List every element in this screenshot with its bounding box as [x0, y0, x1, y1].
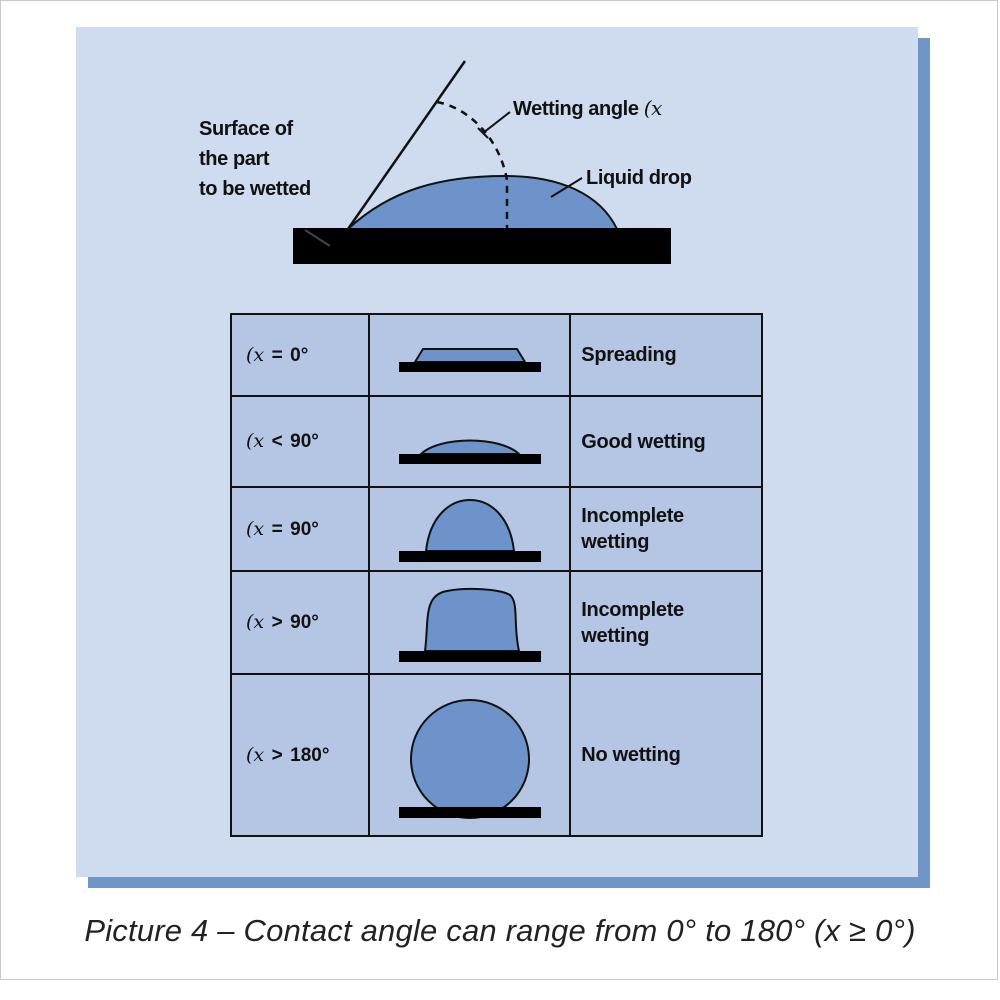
- liquid-drop-shape: [345, 174, 619, 230]
- wetting-angle-leader: [482, 111, 511, 134]
- description-cell: No wetting: [569, 673, 763, 837]
- shape-cell: [367, 673, 572, 837]
- angle-cell: (x>180°: [230, 673, 370, 837]
- figure-caption: Picture 4 – Contact angle can range from…: [84, 913, 916, 948]
- wetting-angle-symbol: (x: [643, 96, 663, 120]
- angle-cell: (x=0°: [230, 313, 370, 397]
- tangent-line: [346, 60, 467, 230]
- sphere-drop-shape: [398, 699, 541, 819]
- surface-bar: [293, 228, 671, 264]
- table-row: (x=90° Incomplete wetting: [230, 486, 763, 572]
- half-dome-drop-shape: [398, 498, 541, 562]
- wetting-table: (x=0° Spreading (x<90° Good wetting (x=9…: [230, 313, 763, 837]
- tall-dome-drop-shape: [398, 587, 541, 662]
- contact-angle-illustration: [293, 60, 671, 264]
- liquid-drop-leader: [550, 177, 583, 198]
- table-row: (x>90° Incomplete wetting: [230, 570, 763, 675]
- wetting-angle-label: Wetting angle (x: [513, 93, 662, 124]
- shape-cell: [367, 313, 572, 397]
- wetting-angle-tick: [477, 127, 489, 139]
- description-cell: Good wetting: [569, 395, 763, 488]
- description-cell: Spreading: [569, 313, 763, 397]
- table-row: (x>180° No wetting: [230, 673, 763, 837]
- table-row: (x=0° Spreading: [230, 313, 763, 397]
- spreading-drop-shape: [398, 348, 541, 372]
- surface-leader: [304, 229, 331, 247]
- shape-cell: [367, 570, 572, 675]
- angle-cell: (x=90°: [230, 486, 370, 572]
- description-cell: Incomplete wetting: [569, 486, 763, 572]
- surface-label: Surface of the part to be wetted: [199, 118, 311, 200]
- angle-cell: (x>90°: [230, 570, 370, 675]
- figure-frame: [0, 0, 998, 980]
- shape-cell: [367, 395, 572, 488]
- table-row: (x<90° Good wetting: [230, 395, 763, 488]
- good-wetting-drop-shape: [398, 439, 541, 464]
- liquid-drop-label: Liquid drop: [586, 167, 692, 189]
- wetting-angle-text: Wetting angle: [513, 98, 639, 120]
- description-cell: Incomplete wetting: [569, 570, 763, 675]
- angle-cell: (x<90°: [230, 395, 370, 488]
- shape-cell: [367, 486, 572, 572]
